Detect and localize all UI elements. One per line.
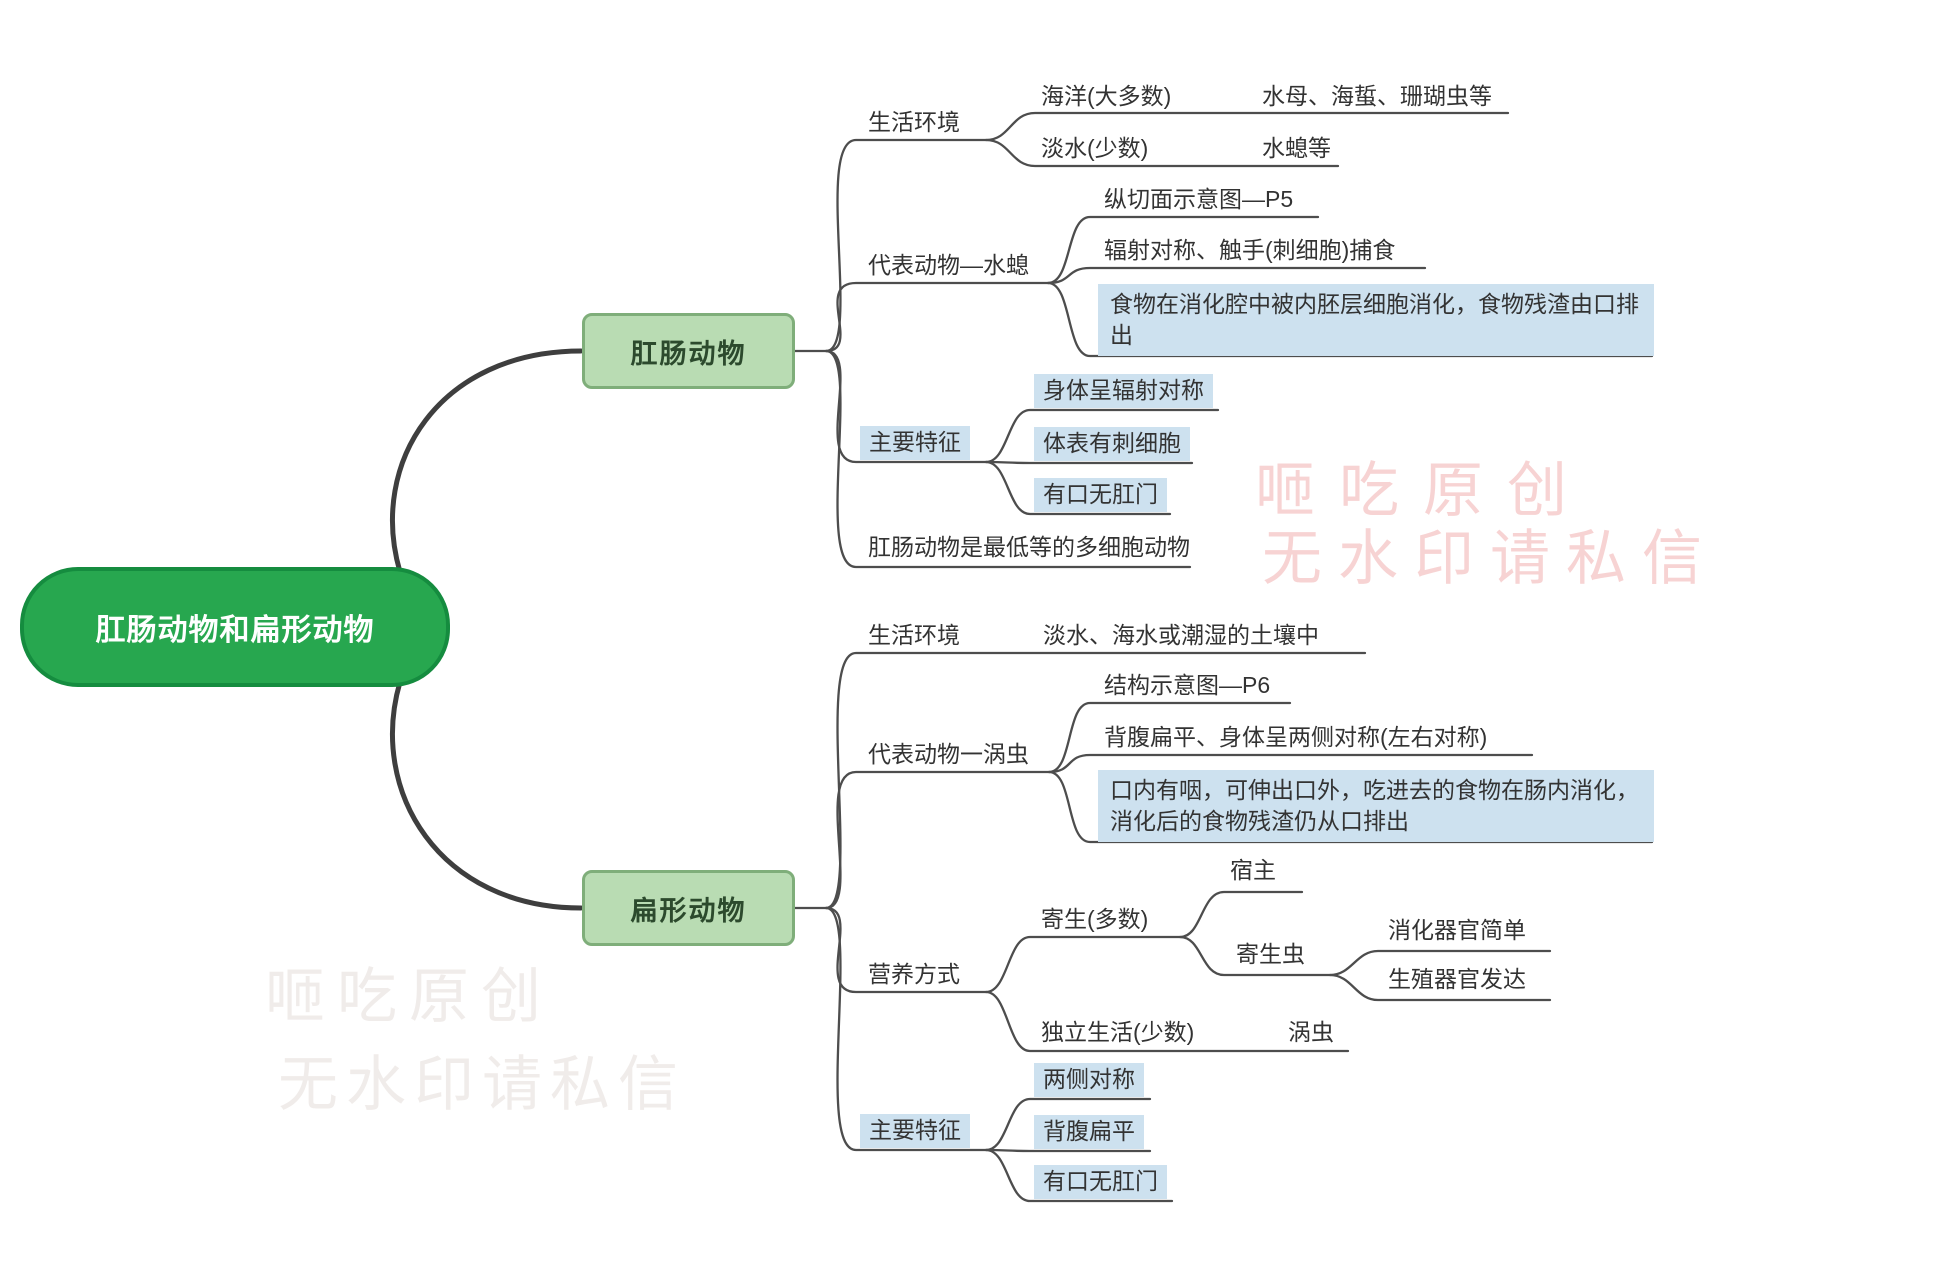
link-b1-rep-fig [1046, 215, 1320, 285]
link-b2-rep [824, 770, 1051, 910]
root-topic[interactable]: 肛肠动物和扁形动物 [20, 567, 450, 687]
link-b1-env [824, 138, 988, 353]
b1-rep-topic[interactable]: 代表动物—水螅 [868, 252, 1029, 278]
link-b2-nutrition [824, 906, 988, 994]
link-b2-feat-1 [984, 1097, 1152, 1152]
b2-feature-mouth-no-anus[interactable]: 有口无肛门 [1034, 1165, 1167, 1200]
watermark-bottom-line2: 无水印请私信 [278, 1051, 686, 1118]
b2-env-value[interactable]: 淡水、海水或潮湿的土壤中 [1043, 622, 1319, 648]
link-b2-free [984, 990, 1350, 1053]
b2-env-topic[interactable]: 生活环境 [868, 622, 960, 648]
watermark-bottom-line1: 咂吃原创 [265, 963, 553, 1030]
link-b1-feat [824, 349, 988, 464]
link-b1-env-sea [984, 111, 1510, 142]
b2-nutrition-topic[interactable]: 营养方式 [868, 961, 960, 987]
link-b2-host [1178, 890, 1304, 939]
b2-features-topic[interactable]: 主要特征 [860, 1114, 970, 1149]
link-b2-rep-sym [1047, 753, 1534, 774]
b1-rep-digest-topic[interactable]: 食物在消化腔中被内胚层细胞消化，食物残渣由口排出 [1098, 284, 1654, 356]
b1-env-topic[interactable]: 生活环境 [868, 109, 960, 135]
b2-rep-topic[interactable]: 代表动物一涡虫 [868, 741, 1029, 767]
arc-root-to-branch2 [390, 679, 584, 911]
b2-parasite-topic[interactable]: 寄生虫 [1236, 941, 1305, 967]
b1-feature-mouth-no-anus[interactable]: 有口无肛门 [1034, 478, 1167, 513]
b2-parasitic-topic[interactable]: 寄生(多数) [1041, 906, 1149, 932]
link-b2-feat [824, 906, 988, 1152]
b2-host-topic[interactable]: 宿主 [1230, 857, 1276, 883]
topic-links [793, 111, 1654, 1203]
link-b2-feat-3 [984, 1148, 1174, 1203]
link-b1-rep-digest [1046, 281, 1654, 358]
watermark-top-line1: 咂吃原创 [1255, 457, 1591, 524]
watermark-top-line2: 无水印请私信 [1262, 525, 1718, 592]
b2-rep-fig-topic[interactable]: 结构示意图—P6 [1104, 672, 1271, 698]
b1-env-sea-examples[interactable]: 水母、海蜇、珊瑚虫等 [1262, 83, 1492, 109]
b1-feature-cnidocytes[interactable]: 体表有刺细胞 [1034, 427, 1190, 462]
link-b1-feat-2 [984, 460, 1194, 465]
link-b2-rep-fig [1047, 701, 1292, 774]
b1-rep-sym-topic[interactable]: 辐射对称、触手(刺细胞)捕食 [1104, 237, 1396, 263]
b2-rep-digest-topic[interactable]: 口内有咽，可伸出口外，吃进去的食物在肠内消化，消化后的食物残渣仍从口排出 [1098, 770, 1654, 842]
b1-env-sea-topic[interactable]: 海洋(大多数) [1041, 83, 1172, 109]
link-b1-rep-sym [1046, 266, 1427, 285]
b1-env-fresh-examples[interactable]: 水螅等 [1262, 135, 1331, 161]
link-b1-feat-3 [984, 460, 1172, 516]
b1-env-fresh-topic[interactable]: 淡水(少数) [1041, 135, 1149, 161]
link-b1-feat-1 [984, 408, 1220, 464]
b1-rep-fig-topic[interactable]: 纵切面示意图—P5 [1104, 186, 1294, 212]
link-b1-rep [824, 281, 1050, 353]
b1-feature-radial-symmetry[interactable]: 身体呈辐射对称 [1034, 374, 1213, 409]
link-b1-note [824, 349, 1192, 569]
branch-topic-coelenterates[interactable]: 肛肠动物 [582, 313, 795, 389]
link-b2-env [824, 651, 1367, 910]
root-topic-label: 肛肠动物和扁形动物 [95, 614, 375, 647]
b2-free-living-example[interactable]: 涡虫 [1288, 1019, 1334, 1045]
b2-rep-sym-topic[interactable]: 背腹扁平、身体呈两侧对称(左右对称) [1104, 724, 1488, 750]
b2-feature-bilateral-symmetry[interactable]: 两侧对称 [1034, 1063, 1144, 1098]
branch1-label: 肛肠动物 [630, 338, 747, 369]
link-b2-rep-digest [1047, 770, 1654, 844]
b2-parasite-reproductive-topic[interactable]: 生殖器官发达 [1388, 966, 1526, 992]
b2-feature-dorsoventrally-flat[interactable]: 背腹扁平 [1034, 1115, 1144, 1150]
link-b2-parasite-2 [1328, 973, 1552, 1002]
link-b2-feat-2 [984, 1148, 1152, 1153]
link-b2-parasite-1 [1328, 949, 1552, 977]
link-b2-parasitic [984, 935, 1182, 994]
b1-note-topic[interactable]: 肛肠动物是最低等的多细胞动物 [868, 534, 1190, 560]
link-b2-parasite [1178, 935, 1332, 977]
branch2-label: 扁形动物 [630, 895, 747, 926]
root-branch-arcs [390, 348, 584, 911]
link-b1-env-fresh [984, 138, 1340, 168]
arc-root-to-branch1 [390, 348, 584, 575]
b1-features-topic[interactable]: 主要特征 [860, 426, 970, 461]
b2-free-living-topic[interactable]: 独立生活(少数) [1041, 1019, 1195, 1045]
branch-topic-flatworms[interactable]: 扁形动物 [582, 870, 795, 946]
b2-parasite-digestive-topic[interactable]: 消化器官简单 [1388, 917, 1526, 943]
